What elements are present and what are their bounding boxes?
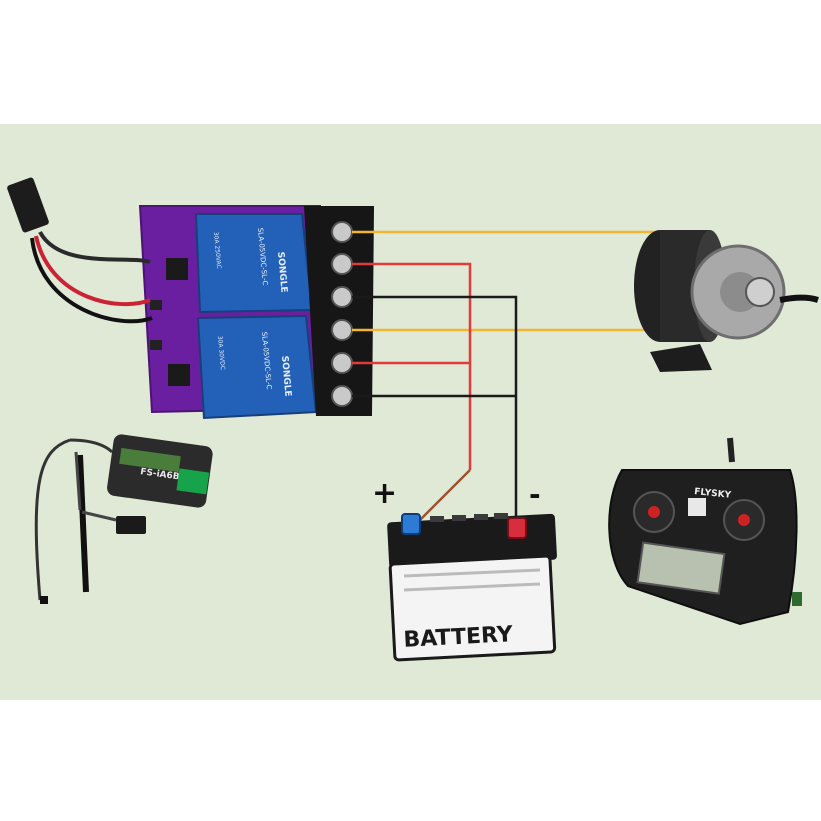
relay-1-rating: 30A 250VAC — [212, 232, 222, 269]
transmitter-brand: FLYSKY — [694, 487, 732, 501]
motor-sprocket — [745, 277, 775, 307]
wires — [352, 230, 668, 523]
battery-plus-sign: + — [372, 476, 398, 511]
wire-black-1 — [352, 295, 518, 520]
relay-2-rating: 30A 30VDC — [216, 336, 226, 371]
pcb-chip — [150, 300, 162, 310]
rc-receiver: FS-iA6B — [34, 434, 213, 604]
relay-1: SONGLE SLA-05VDC-SL-C 30A 250VAC — [194, 213, 314, 314]
pcb-chip — [150, 340, 162, 350]
battery-body — [388, 554, 557, 662]
battery: BATTERY — [387, 513, 557, 662]
relay-2-brand: SONGLE — [279, 355, 293, 397]
transmitter-screen — [636, 541, 726, 595]
wire-brown-positive — [417, 469, 471, 523]
terminal-screw-5 — [331, 352, 353, 374]
terminal-screw-4 — [331, 319, 353, 341]
battery-label: BATTERY — [403, 622, 515, 653]
pcb-chip — [168, 364, 190, 386]
terminal-screw-3 — [331, 286, 353, 308]
battery-minus-sign: - — [529, 478, 541, 511]
terminal-screw-6 — [331, 385, 353, 407]
dc-motor — [634, 230, 819, 372]
wire-red-1 — [352, 262, 472, 470]
terminal-screw-1 — [331, 221, 353, 243]
rc-transmitter: FLYSKY — [608, 437, 798, 626]
pcb-chip — [166, 258, 188, 280]
battery-terminal-negative — [507, 517, 527, 539]
battery-terminal-positive — [401, 513, 421, 535]
servo-cable — [7, 177, 153, 324]
relay-2: SONGLE SLA-05VDC-SL-C 30A 30VDC — [196, 314, 318, 420]
relay-1-brand: SONGLE — [275, 251, 289, 293]
terminal-block — [304, 206, 374, 416]
relay-module: SONGLE SLA-05VDC-SL-C 30A 250VAC SONGLE … — [138, 205, 374, 420]
partial-component — [792, 592, 802, 606]
terminal-screw-2 — [331, 253, 353, 275]
